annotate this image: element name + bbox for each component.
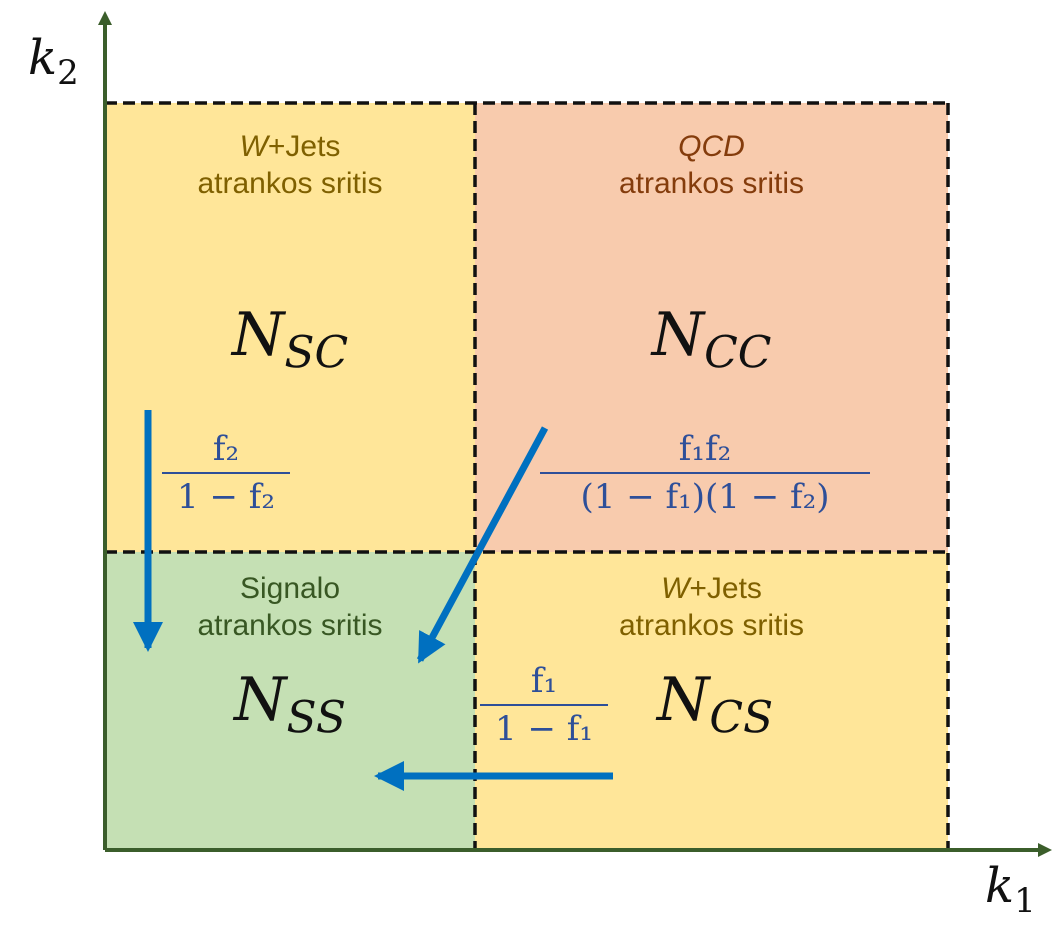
count-ncc: NCC xyxy=(475,300,948,378)
label-top-left: W+Jets atrankos sritis xyxy=(105,128,475,202)
count-nsc-var: N xyxy=(231,300,285,370)
label-bottom-right-prefix: W xyxy=(661,572,690,605)
count-ncc-var: N xyxy=(651,300,705,370)
count-ncs: NCS xyxy=(580,665,850,743)
factor-diagonal-numerator: f₁f₂ xyxy=(678,429,732,469)
y-axis-label: k2 xyxy=(28,30,79,93)
factor-vertical: f₂ 1 − f₂ xyxy=(162,428,290,518)
arrow-diagonal xyxy=(416,426,549,664)
x-axis-sub: 1 xyxy=(1014,881,1036,922)
factor-vertical-denominator: 1 − f₂ xyxy=(177,477,275,517)
region-top-left xyxy=(105,103,475,552)
label-top-left-line2: atrankos sritis xyxy=(197,167,383,200)
factor-diagonal-bar xyxy=(540,472,870,474)
count-nss: NSS xyxy=(105,665,475,743)
region-bottom-left xyxy=(105,552,475,850)
y-axis-var: k xyxy=(28,30,58,86)
region-borders xyxy=(105,101,950,850)
factor-diagonal: f₁f₂ (1 − f₁)(1 − f₂) xyxy=(540,428,870,518)
factor-vertical-bar xyxy=(162,472,290,474)
count-ncc-sub: CC xyxy=(704,327,772,379)
factor-vertical-numerator: f₂ xyxy=(212,429,240,469)
label-bottom-right-suffix: +Jets xyxy=(689,572,762,605)
count-nss-sub: SS xyxy=(286,692,346,744)
factor-horizontal-bar xyxy=(480,704,608,706)
factor-diagonal-denominator: (1 − f₁)(1 − f₂) xyxy=(580,477,830,517)
factor-horizontal-denominator: 1 − f₁ xyxy=(495,709,593,749)
x-axis-var: k xyxy=(985,858,1015,914)
count-ncs-sub: CS xyxy=(709,692,774,744)
region-bottom-right xyxy=(475,552,948,850)
count-ncs-var: N xyxy=(656,665,710,735)
label-bottom-left: Signalo atrankos sritis xyxy=(105,570,475,644)
factor-horizontal: f₁ 1 − f₁ xyxy=(480,660,608,750)
label-bottom-left-line2: atrankos sritis xyxy=(197,609,383,642)
label-top-right-italic: QCD xyxy=(678,130,745,163)
label-bottom-left-line1: Signalo xyxy=(239,572,341,605)
label-top-left-suffix: +Jets xyxy=(267,130,341,163)
label-top-left-prefix: W xyxy=(239,130,268,163)
label-bottom-right: W+Jets atrankos sritis xyxy=(475,570,948,644)
label-bottom-right-line2: atrankos sritis xyxy=(618,609,805,642)
region-top-right xyxy=(475,103,948,552)
x-axis-label: k1 xyxy=(985,858,1036,921)
count-nsc-sub: SC xyxy=(284,327,349,379)
count-nss-var: N xyxy=(233,665,287,735)
y-axis-sub: 2 xyxy=(57,53,79,94)
label-top-right-line2: atrankos sritis xyxy=(618,167,805,200)
label-top-right: QCD atrankos sritis xyxy=(475,128,948,202)
count-nsc: NSC xyxy=(105,300,475,378)
factor-horizontal-numerator: f₁ xyxy=(530,661,558,701)
